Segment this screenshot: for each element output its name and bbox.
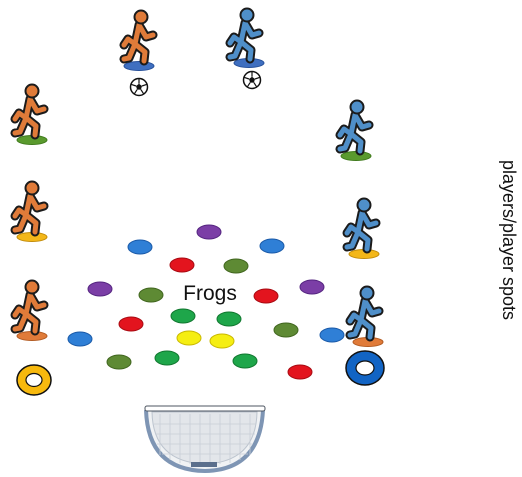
disc-marker-icon bbox=[233, 354, 257, 368]
ring-marker-icon bbox=[346, 351, 384, 385]
goal-net-icon bbox=[145, 406, 265, 471]
disc-marker-icon bbox=[68, 332, 92, 346]
disc-marker-icon bbox=[119, 317, 143, 331]
soccer-ball-icon bbox=[244, 72, 261, 89]
running-player-icon bbox=[230, 9, 259, 60]
disc-marker-icon bbox=[139, 288, 163, 302]
disc-marker-icon bbox=[224, 259, 248, 273]
disc-marker-icon bbox=[288, 365, 312, 379]
running-player-icon bbox=[124, 11, 153, 62]
disc-marker-icon bbox=[171, 309, 195, 323]
soccer-ball-icon bbox=[131, 79, 148, 96]
disc-marker-icon bbox=[260, 239, 284, 253]
disc-marker-icon bbox=[107, 355, 131, 369]
disc-marker-icon bbox=[300, 280, 324, 294]
running-player-icon bbox=[15, 85, 44, 136]
disc-marker-icon bbox=[88, 282, 112, 296]
disc-marker-icon bbox=[128, 240, 152, 254]
running-player-icon bbox=[347, 199, 376, 250]
running-player-icon bbox=[15, 182, 44, 233]
side-label: players/player spots bbox=[499, 160, 519, 320]
disc-marker-icon bbox=[254, 289, 278, 303]
disc-marker-icon bbox=[210, 334, 234, 348]
ring-marker-icon bbox=[17, 365, 51, 395]
running-player-icon bbox=[350, 287, 379, 338]
disc-marker-icon bbox=[217, 312, 241, 326]
frogs-label: Frogs bbox=[183, 282, 237, 305]
disc-marker-icon bbox=[274, 323, 298, 337]
disc-marker-icon bbox=[177, 331, 201, 345]
running-player-icon bbox=[340, 101, 369, 152]
running-player-icon bbox=[15, 281, 44, 332]
player-spot bbox=[124, 62, 154, 71]
disc-marker-icon bbox=[197, 225, 221, 239]
disc-marker-icon bbox=[170, 258, 194, 272]
disc-marker-icon bbox=[320, 328, 344, 342]
disc-marker-icon bbox=[155, 351, 179, 365]
